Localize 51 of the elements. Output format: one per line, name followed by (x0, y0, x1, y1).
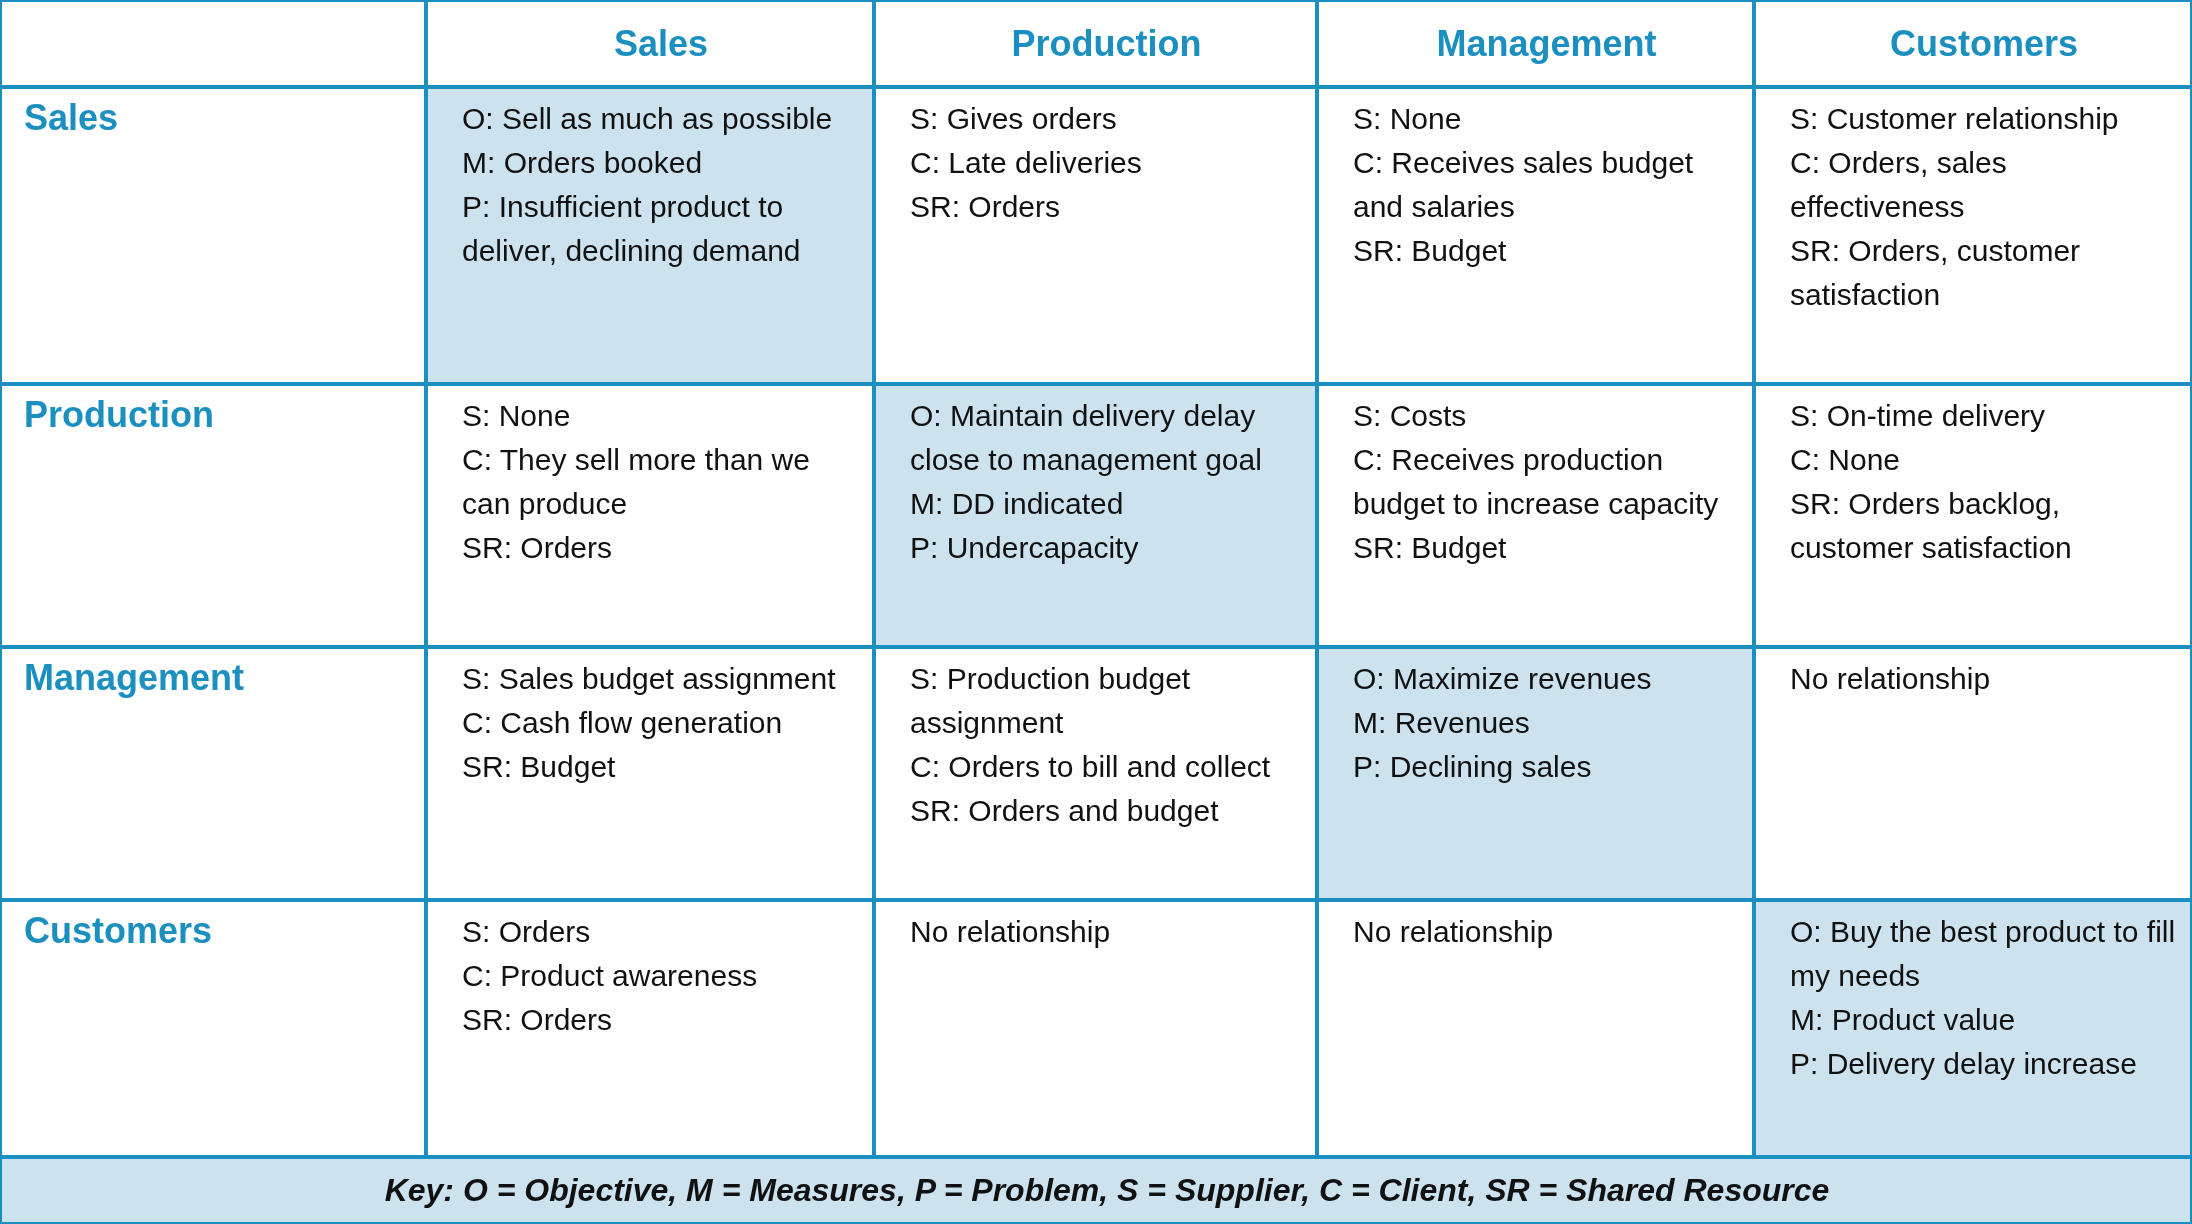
cell-text: P: Insufficient product to deliver, declining demand (462, 189, 802, 269)
cell-text: S: None (462, 398, 572, 434)
cell-text: O: Sell as much as possible (462, 101, 834, 137)
cell-text: S: Customer relationship (1790, 101, 2120, 137)
cell-text: S: None (1353, 101, 1463, 137)
cell-text: SR: Budget (462, 749, 617, 785)
cell-text: C: Orders, sales effectiveness (1790, 145, 2008, 225)
cell-text: P: Declining sales (1353, 749, 1593, 785)
cell-text: C: Receives sales budget and salaries (1353, 145, 1695, 225)
column-header: Production (1011, 22, 1202, 65)
cell-text: No relationship (1353, 914, 1555, 950)
cell-text: P: Undercapacity (910, 530, 1140, 566)
column-header: Sales (613, 22, 709, 65)
cell-text: S: Orders (462, 914, 592, 950)
cell-text: C: Late deliveries (910, 145, 1143, 181)
column-header: Customers (1889, 22, 2079, 65)
cell-text: SR: Orders and budget (910, 793, 1220, 829)
cell-text: M: Orders booked (462, 145, 704, 181)
cell-text: M: DD indicated (910, 486, 1125, 522)
cell-text: S: Gives orders (910, 101, 1118, 137)
cell-text: P: Delivery delay increase (1790, 1046, 2138, 1082)
cell-text: C: Cash flow generation (462, 705, 784, 741)
cell-text: C: Receives production budget to increase capacity (1353, 442, 1720, 522)
cell-text: O: Maximize revenues (1353, 661, 1653, 697)
column-header: Management (1436, 22, 1657, 65)
cell-text: C: None (1790, 442, 1902, 478)
cell-text: S: Sales budget assignment (462, 661, 837, 697)
cell-text: No relationship (1790, 661, 1992, 697)
cell-text: S: Production budget assignment (910, 661, 1192, 741)
cell-text: C: They sell more than we can produce (462, 442, 811, 522)
cell-text: SR: Orders backlog, customer satisfaction (1790, 486, 2073, 566)
key-note: Key: O = Objective, M = Measures, P = Problem, S = Supplier, C = Client, SR = Shared Resource (0, 1157, 2192, 1224)
cell-text: C: Orders to bill and collect (910, 749, 1272, 785)
cell-text: S: On-time delivery (1790, 398, 2047, 434)
cell-text: C: Product awareness (462, 958, 759, 994)
cell-text: O: Buy the best product to fill my needs (1790, 914, 2177, 994)
row-header: Management (24, 657, 246, 699)
cell-text: S: Costs (1353, 398, 1468, 434)
cell-text: No relationship (910, 914, 1112, 950)
cell-text: SR: Orders (910, 189, 1062, 225)
cell-text: M: Revenues (1353, 705, 1531, 741)
cell-text: SR: Orders, customer satisfaction (1790, 233, 2082, 313)
cell-text: SR: Orders (462, 1002, 614, 1038)
row-header: Sales (24, 97, 120, 139)
row-header: Production (24, 394, 215, 436)
cell-text: SR: Orders (462, 530, 614, 566)
cell-text: O: Maintain delivery delay close to management goal (910, 398, 1263, 478)
cell-text: SR: Budget (1353, 233, 1508, 269)
cell-text: M: Product value (1790, 1002, 2017, 1038)
row-header: Customers (24, 910, 214, 952)
cell-text: SR: Budget (1353, 530, 1508, 566)
